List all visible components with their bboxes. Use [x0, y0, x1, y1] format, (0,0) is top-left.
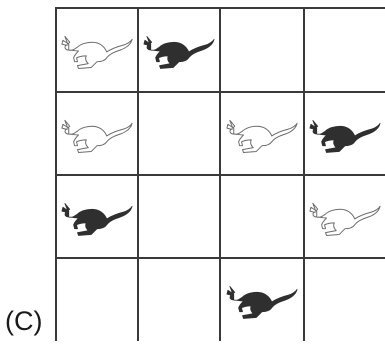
black-kangaroo-icon — [59, 194, 135, 240]
grid-cell — [57, 9, 139, 93]
grid-cell — [221, 259, 305, 341]
kangaroo-grid — [55, 7, 385, 341]
white-kangaroo-icon — [224, 111, 300, 157]
grid-cell — [305, 176, 385, 259]
grid-cell — [221, 176, 305, 259]
grid-cell — [139, 9, 221, 93]
option-label: (C) — [5, 306, 42, 336]
grid-cell — [57, 259, 139, 341]
grid-cell — [139, 93, 221, 176]
grid-cell — [57, 93, 139, 176]
grid-cell — [305, 93, 385, 176]
grid-cell — [305, 259, 385, 341]
grid-cell — [305, 9, 385, 93]
grid-cell — [221, 93, 305, 176]
grid-cell — [139, 176, 221, 259]
black-kangaroo-icon — [141, 27, 217, 73]
black-kangaroo-icon — [307, 111, 383, 157]
grid-cell — [57, 176, 139, 259]
white-kangaroo-icon — [59, 27, 135, 73]
grid-cell — [221, 9, 305, 93]
white-kangaroo-icon — [59, 111, 135, 157]
black-kangaroo-icon — [224, 277, 300, 323]
white-kangaroo-icon — [307, 194, 383, 240]
grid-cell — [139, 259, 221, 341]
